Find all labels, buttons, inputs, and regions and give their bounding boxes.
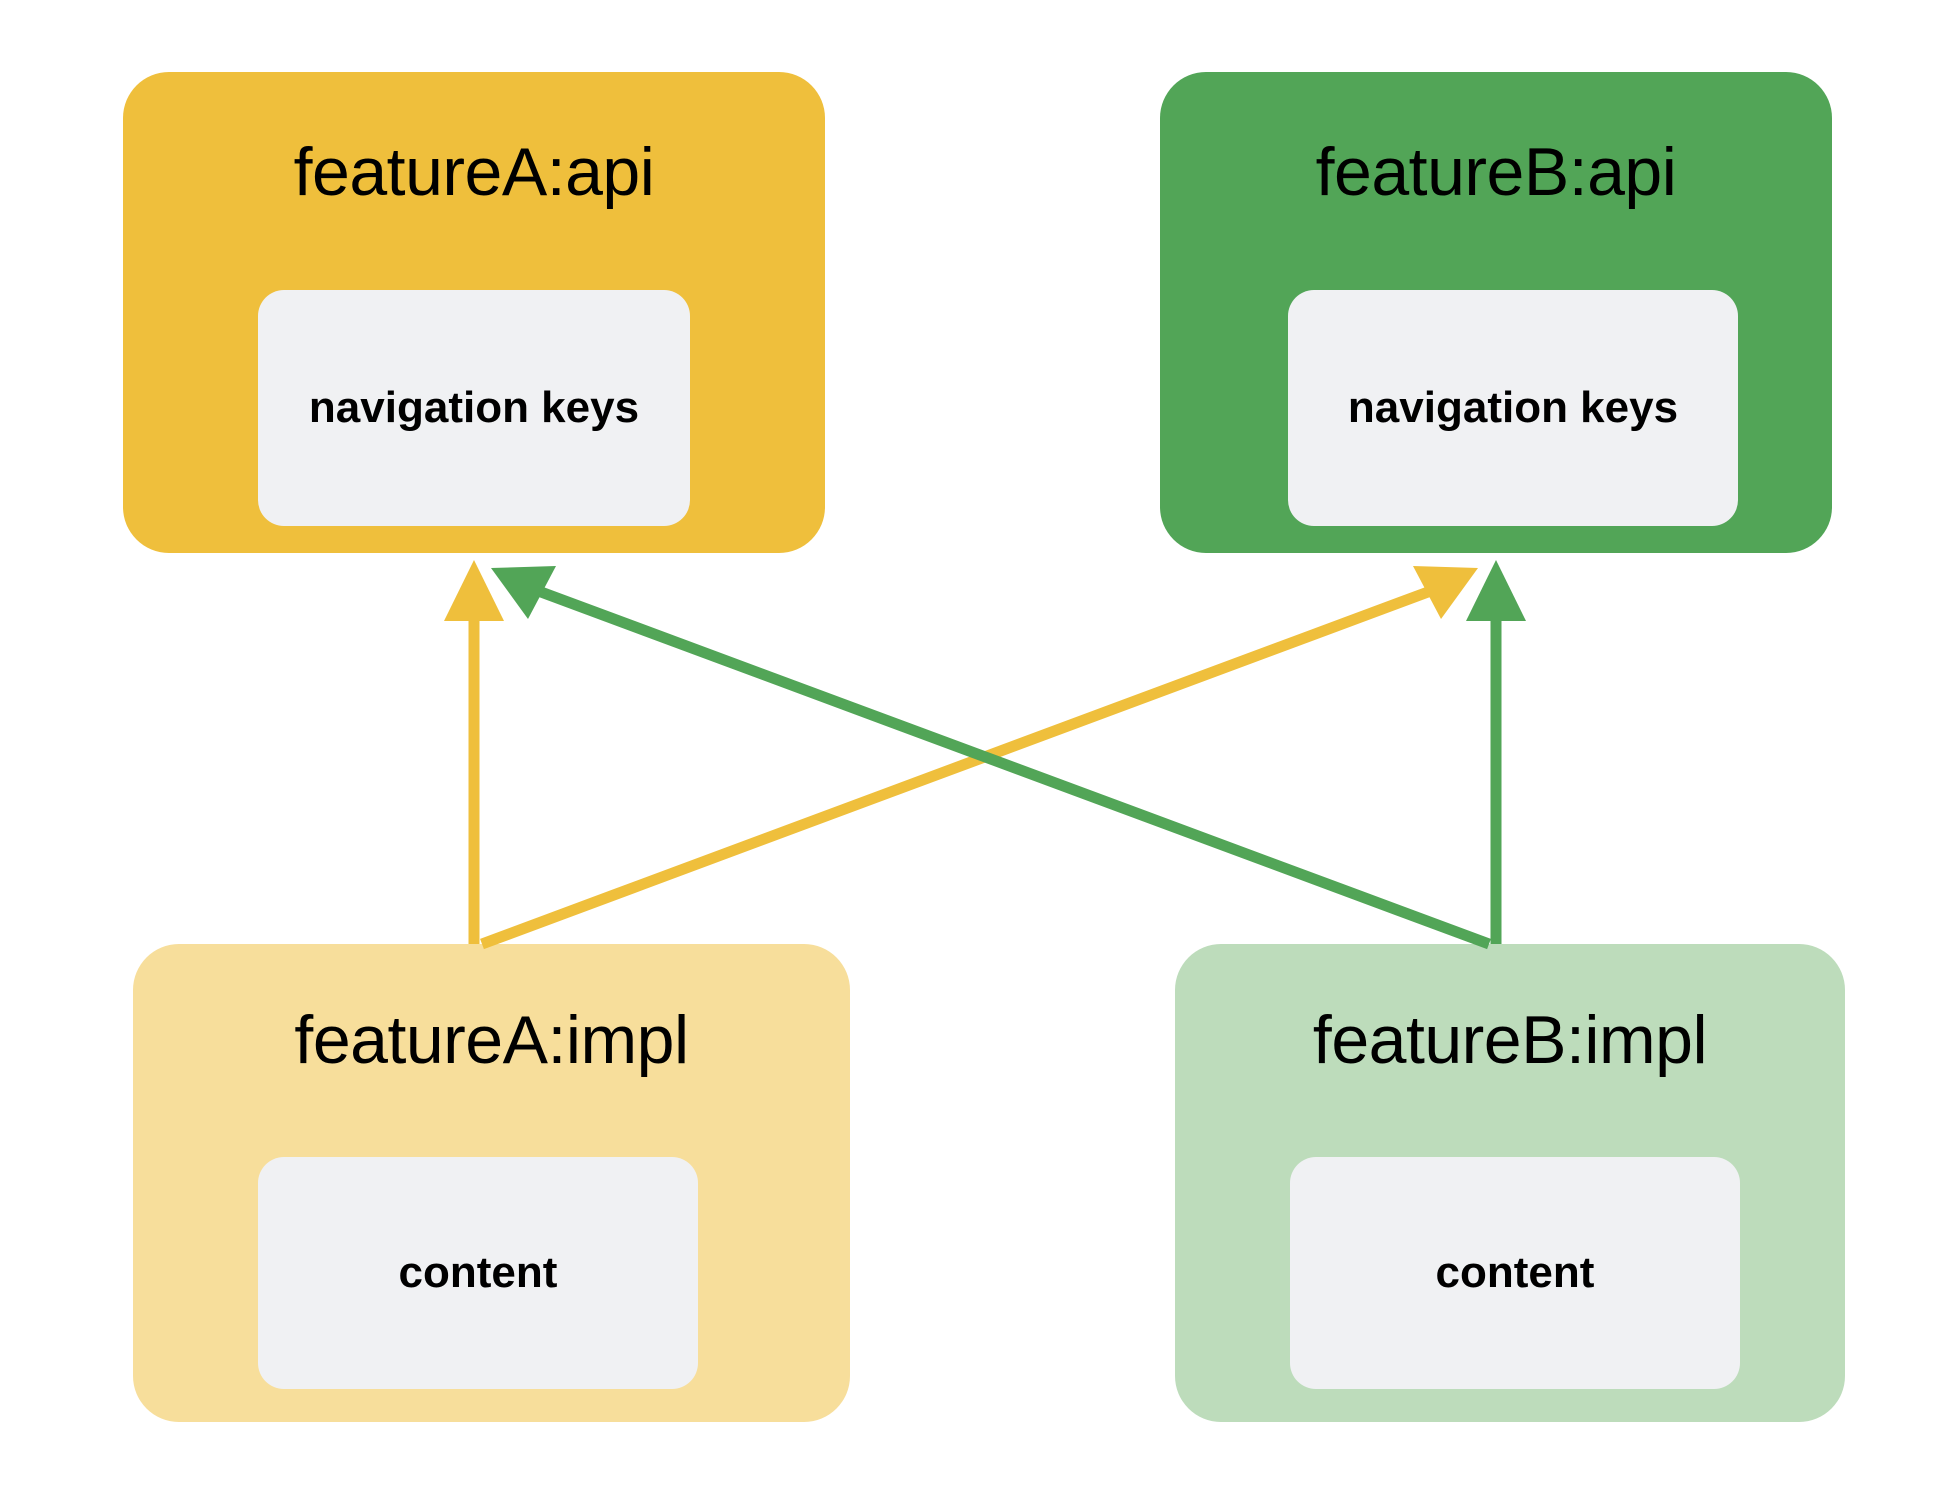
edge-featureA-impl-to-featureA-api (444, 560, 504, 944)
edge-line-featureB-diagonal (539, 586, 1491, 950)
edge-featureA-impl-to-featureB-api (480, 566, 1478, 950)
inner-box-featureB-impl[interactable]: content (1290, 1157, 1740, 1389)
arrowhead-featureB-diagonal (491, 566, 556, 619)
inner-box-featureA-impl[interactable]: content (258, 1157, 698, 1389)
module-title-featureA-impl: featureA:impl (294, 1002, 689, 1078)
module-title-featureA-api: featureA:api (293, 134, 655, 210)
inner-box-featureB-api[interactable]: navigation keys (1288, 290, 1738, 526)
module-title-featureB-api: featureB:api (1315, 134, 1677, 210)
inner-box-featureA-api[interactable]: navigation keys (258, 290, 690, 526)
arrowhead-featureA-vertical (444, 560, 504, 621)
inner-label-featureB-api: navigation keys (1347, 383, 1679, 432)
edge-line-featureA-diagonal (480, 586, 1430, 950)
inner-label-featureA-api: navigation keys (308, 383, 640, 432)
edge-featureB-impl-to-featureA-api (491, 566, 1491, 950)
arrowhead-featureA-diagonal (1413, 566, 1478, 619)
arrowhead-featureB-vertical (1466, 560, 1526, 621)
inner-label-featureB-impl: content (1435, 1248, 1595, 1297)
inner-label-featureA-impl: content (398, 1248, 558, 1297)
module-title-featureB-impl: featureB:impl (1312, 1002, 1708, 1078)
edge-featureB-impl-to-featureB-api (1466, 560, 1526, 944)
